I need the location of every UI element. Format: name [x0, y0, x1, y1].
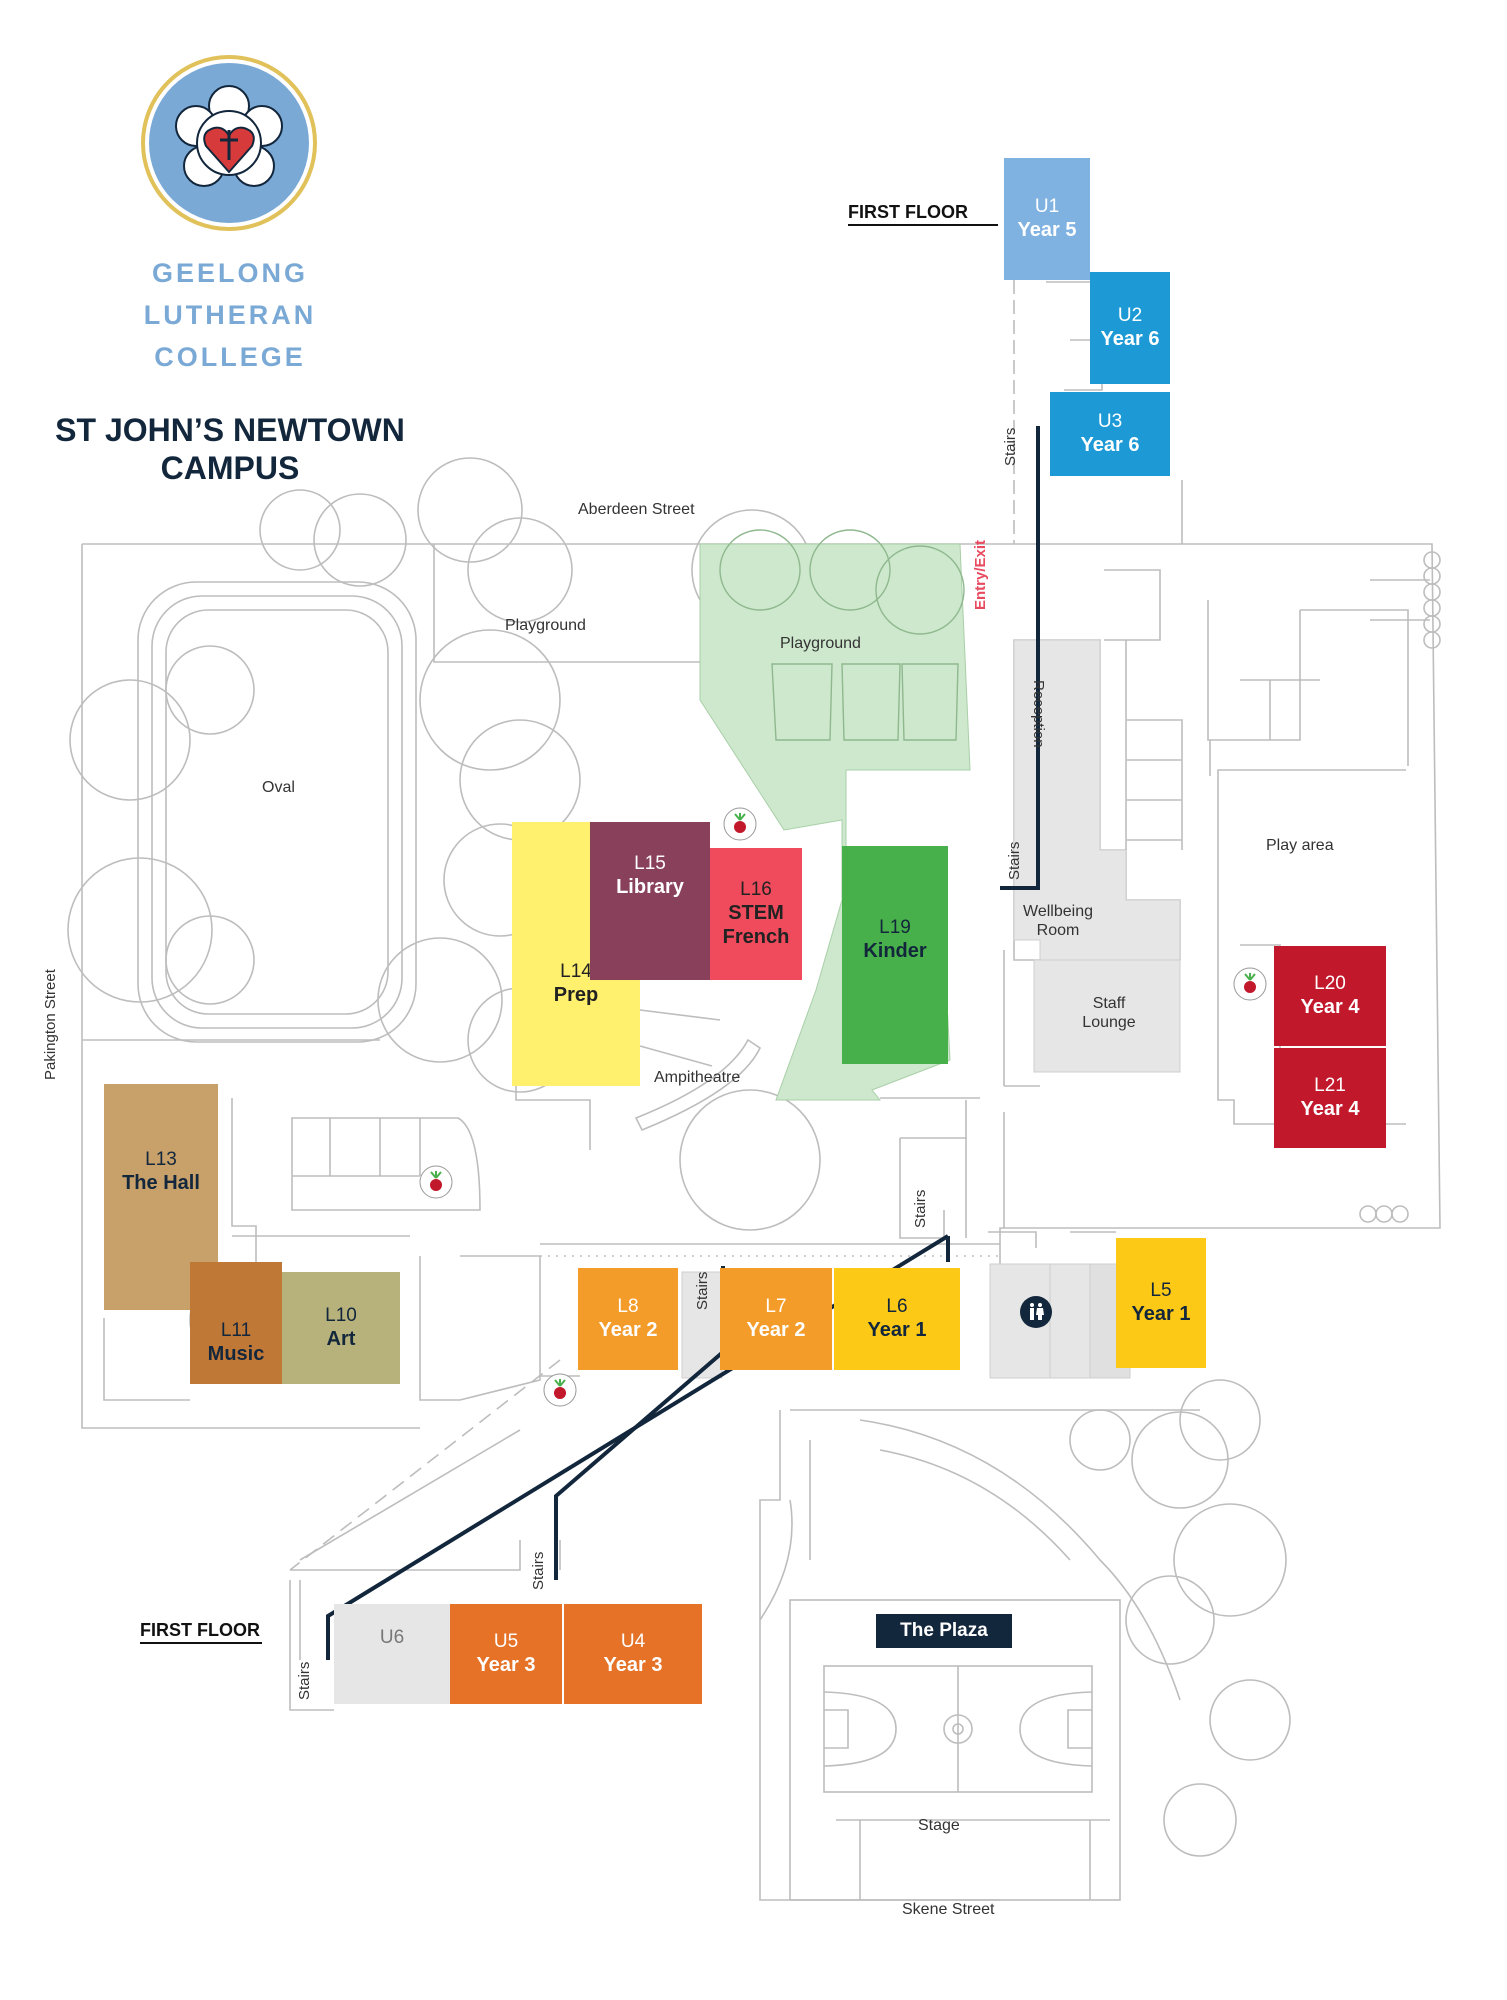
campus-title-line2: CAMPUS	[160, 450, 300, 486]
room-l8[interactable]: L8 Year 2	[578, 1268, 678, 1370]
kitchen-garden-icon	[419, 1165, 453, 1199]
room-u6-code: U6	[379, 1627, 405, 1648]
first-floor-label-lower: FIRST FLOOR	[140, 1620, 260, 1640]
room-l5-code: L5	[1150, 1280, 1172, 1301]
kitchen-garden-icon	[543, 1373, 577, 1407]
room-l20[interactable]: L20 Year 4	[1274, 946, 1386, 1046]
room-l15-code: L15	[634, 853, 666, 874]
room-l6[interactable]: L6 Year 1	[834, 1268, 960, 1370]
room-l7-code: L7	[765, 1296, 787, 1317]
stairs-label-upper-ff: Stairs	[1002, 427, 1019, 466]
room-l21-code: L21	[1314, 1075, 1346, 1096]
area-ampitheatre: Ampitheatre	[654, 1069, 741, 1086]
toilet-icon	[1020, 1296, 1052, 1328]
room-u5-code: U5	[493, 1631, 519, 1652]
room-u1-name: Year 5	[1017, 219, 1077, 241]
school-name-line1: GEELONG	[151, 258, 308, 288]
area-wellbeing: Wellbeing Room	[1014, 902, 1102, 940]
room-l21[interactable]: L21 Year 4	[1274, 1048, 1386, 1148]
room-l13-name: The Hall	[122, 1172, 200, 1194]
room-l16-name: STEM	[728, 902, 784, 924]
room-u5[interactable]: U5 Year 3	[450, 1604, 562, 1704]
room-u2[interactable]: U2 Year 6	[1090, 272, 1170, 384]
room-l11-name: Music	[207, 1343, 265, 1365]
room-u3-name: Year 6	[1080, 434, 1140, 456]
room-l11-code: L11	[220, 1320, 252, 1341]
room-l16-code: L16	[740, 879, 772, 900]
room-u3-code: U3	[1097, 411, 1123, 432]
plaza-label: The Plaza	[876, 1614, 1012, 1648]
street-pakington: Pakington Street	[42, 969, 59, 1080]
street-aberdeen: Aberdeen Street	[578, 501, 695, 518]
room-l11[interactable]: L11 Music	[190, 1262, 282, 1384]
area-staff-line1: Staff	[1092, 995, 1126, 1012]
room-l8-name: Year 2	[598, 1319, 658, 1341]
room-l16-name2: French	[722, 926, 790, 948]
room-u2-name: Year 6	[1100, 328, 1160, 350]
room-u5-name: Year 3	[476, 1654, 536, 1676]
area-play: Play area	[1266, 837, 1334, 854]
first-floor-label-upper: FIRST FLOOR	[848, 202, 968, 222]
room-l21-name: Year 4	[1300, 1098, 1360, 1120]
room-l6-name: Year 1	[867, 1319, 927, 1341]
room-l19-name: Kinder	[863, 940, 927, 962]
area-playground-west: Playground	[505, 617, 586, 634]
logo-rose-icon	[141, 55, 317, 231]
room-u3[interactable]: U3 Year 6	[1050, 392, 1170, 476]
first-floor-underline-upper	[848, 224, 998, 226]
room-l20-name: Year 4	[1300, 996, 1360, 1018]
room-l15-name: Library	[616, 876, 684, 898]
area-playground-kinder: Playground	[780, 635, 861, 652]
room-l20-code: L20	[1314, 973, 1346, 994]
room-l15[interactable]: L15 Library	[590, 822, 710, 980]
campus-title-line1: ST JOHN’S NEWTOWN	[55, 412, 405, 448]
room-l19[interactable]: L19 Kinder	[842, 846, 948, 1064]
area-reception: Reception	[1030, 680, 1047, 748]
room-u2-code: U2	[1117, 305, 1143, 326]
school-name-line3: COLLEGE	[154, 342, 306, 372]
stairs-label-lower-mid: Stairs	[530, 1551, 547, 1590]
room-l13-code: L13	[145, 1149, 177, 1170]
entry-exit-label: Entry/Exit	[972, 539, 989, 610]
room-u4-code: U4	[620, 1631, 646, 1652]
area-stage: Stage	[918, 1817, 960, 1834]
area-wellbeing-line2: Room	[1036, 922, 1080, 939]
room-l14-code: L14	[560, 961, 592, 982]
stairs-label-lower-ff: Stairs	[296, 1661, 313, 1700]
stairs-label-central: Stairs	[912, 1189, 929, 1228]
room-l14-name: Prep	[553, 984, 599, 1006]
room-u6[interactable]: U6	[334, 1604, 450, 1704]
kitchen-garden-icon	[723, 807, 757, 841]
room-u4-name: Year 3	[603, 1654, 663, 1676]
street-skene: Skene Street	[902, 1901, 995, 1918]
room-u1[interactable]: U1 Year 5	[1004, 158, 1090, 280]
kitchen-garden-icon	[1233, 967, 1267, 1001]
room-l5-name: Year 1	[1131, 1303, 1191, 1325]
first-floor-underline-lower	[140, 1642, 262, 1644]
school-name-line2: LUTHERAN	[143, 300, 317, 330]
room-l10-name: Art	[326, 1328, 356, 1350]
room-l8-code: L8	[617, 1296, 639, 1317]
area-wellbeing-line1: Wellbeing	[1023, 903, 1093, 920]
area-staff-line2: Lounge	[1082, 1014, 1136, 1031]
stairs-label-reception: Stairs	[1006, 841, 1023, 880]
area-staff-lounge: Staff Lounge	[1064, 994, 1154, 1032]
room-l10-code: L10	[325, 1305, 357, 1326]
room-u1-code: U1	[1034, 196, 1060, 217]
room-l16[interactable]: L16 STEM French	[710, 848, 802, 980]
stairs-label-lrow: Stairs	[694, 1271, 711, 1310]
area-oval: Oval	[262, 779, 295, 796]
room-l19-code: L19	[879, 917, 911, 938]
room-l6-code: L6	[886, 1296, 908, 1317]
room-l7-name: Year 2	[746, 1319, 806, 1341]
room-l5[interactable]: L5 Year 1	[1116, 1238, 1206, 1368]
room-l10[interactable]: L10 Art	[282, 1272, 400, 1384]
room-l7[interactable]: L7 Year 2	[720, 1268, 832, 1370]
room-u4[interactable]: U4 Year 3	[564, 1604, 702, 1704]
